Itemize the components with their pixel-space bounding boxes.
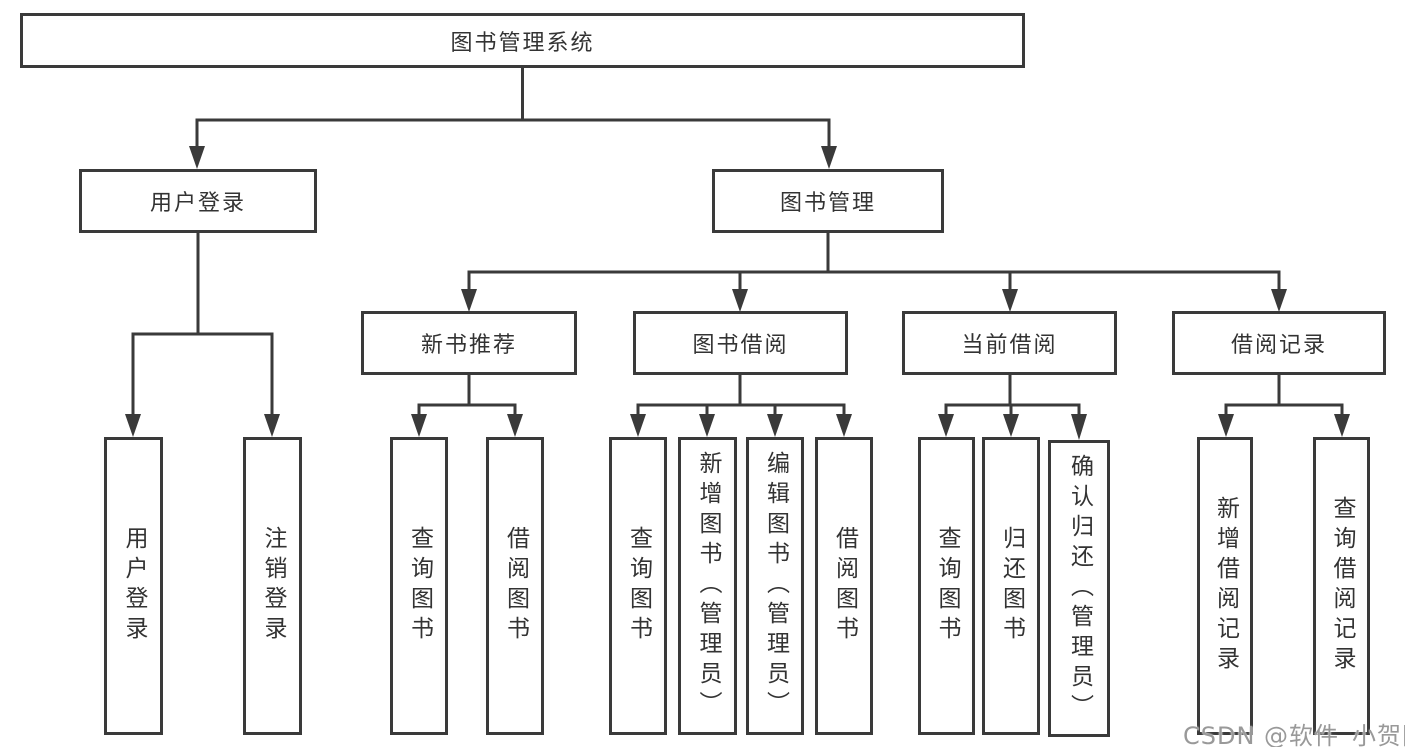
leaf-return-books: 归还图书 [982, 437, 1040, 735]
leaf-borrow-books-borrowing-label: 借阅图书 [831, 526, 858, 646]
node-user-login: 用户登录 [79, 169, 317, 233]
node-book-borrowing: 图书借阅 [633, 311, 848, 375]
leaf-query-books-recommend-label: 查询图书 [406, 526, 433, 646]
node-borrowing-records: 借阅记录 [1172, 311, 1386, 375]
leaf-add-borrow-record: 新增借阅记录 [1197, 437, 1253, 735]
node-new-book-recommend-label: 新书推荐 [420, 333, 517, 358]
leaf-edit-books-admin: 编辑图书（管理员） [746, 437, 804, 735]
leaf-query-books-current: 查询图书 [918, 437, 975, 735]
leaf-add-borrow-record-label: 新增借阅记录 [1212, 496, 1239, 676]
leaf-borrow-books-recommend: 借阅图书 [486, 437, 544, 735]
leaf-logout-label: 注销登录 [260, 526, 286, 646]
leaf-add-books-admin: 新增图书（管理员） [678, 437, 737, 735]
leaf-query-borrow-record: 查询借阅记录 [1313, 437, 1370, 735]
leaf-query-books-borrowing: 查询图书 [609, 437, 667, 735]
leaf-return-books-label: 归还图书 [998, 526, 1025, 646]
leaf-user-login: 用户登录 [104, 437, 163, 735]
leaf-query-books-borrowing-label: 查询图书 [625, 526, 652, 646]
leaf-query-borrow-record-label: 查询借阅记录 [1329, 496, 1355, 676]
node-current-borrowing: 当前借阅 [902, 311, 1117, 375]
node-borrowing-records-label: 借阅记录 [1230, 333, 1327, 358]
leaf-query-books-recommend: 查询图书 [390, 437, 448, 735]
node-book-management-label: 图书管理 [779, 191, 876, 216]
node-library-system-label: 图书管理系统 [450, 30, 595, 56]
node-current-borrowing-label: 当前借阅 [961, 333, 1058, 358]
leaf-confirm-return-admin: 确认归还（管理员） [1048, 440, 1110, 737]
leaf-confirm-return-admin-label: 确认归还（管理员） [1066, 453, 1093, 724]
csdn-watermark: CSDN @软件_小贺同学 [1183, 722, 1405, 747]
node-book-management: 图书管理 [712, 169, 944, 233]
node-library-system: 图书管理系统 [20, 13, 1025, 68]
node-book-borrowing-label: 图书借阅 [692, 333, 789, 358]
leaf-user-login-label: 用户登录 [121, 526, 147, 646]
leaf-logout: 注销登录 [243, 437, 302, 735]
leaf-query-books-current-label: 查询图书 [934, 526, 960, 646]
node-new-book-recommend: 新书推荐 [361, 311, 577, 375]
node-user-login-label: 用户登录 [149, 191, 246, 216]
leaf-borrow-books-borrowing: 借阅图书 [815, 437, 873, 735]
leaf-borrow-books-recommend-label: 借阅图书 [502, 526, 529, 646]
leaf-add-books-admin-label: 新增图书（管理员） [695, 451, 721, 721]
leaf-edit-books-admin-label: 编辑图书（管理员） [762, 451, 789, 721]
